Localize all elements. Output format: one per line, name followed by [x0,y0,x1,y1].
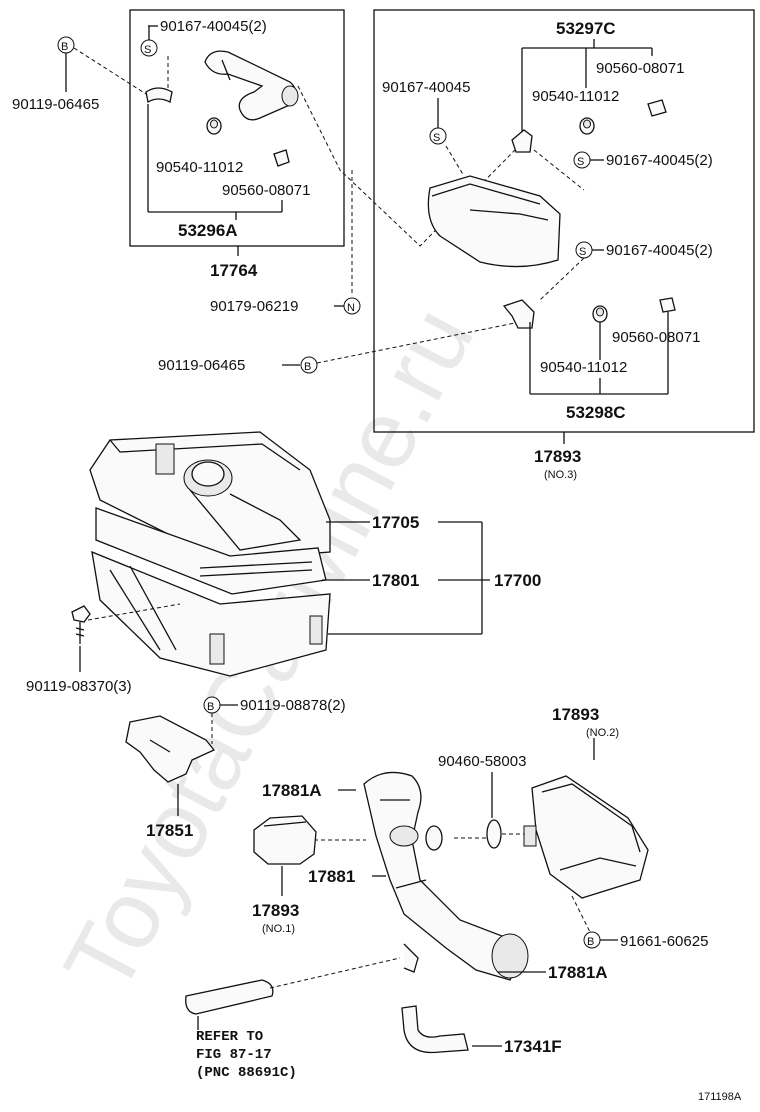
label-90167-40045-right: 90167-40045 [382,79,470,96]
connector-90560-right-top [647,99,667,117]
label-90167-40045-2-right-a: 90167-40045(2) [606,152,713,169]
refer-line-2: FIG 87-17 [196,1047,272,1063]
svg-text:N: N [347,302,355,314]
label-17851: 17851 [146,821,193,840]
box-17764 [129,9,345,247]
svg-text:S: S [579,246,586,258]
label-17881: 17881 [308,867,355,886]
label-90167-40045-2-right-b: 90167-40045(2) [606,242,713,259]
label-17705: 17705 [372,513,419,532]
grommet-90540-right-top [579,117,595,135]
resonator-no1 [253,815,317,865]
resonator-no3 [427,175,561,268]
label-90119-06465-top: 90119-06465 [12,96,99,113]
label-90179-06219: 90179-06219 [210,298,298,315]
label-17881A-top: 17881A [262,781,322,800]
s-symbol-left: S [140,39,158,57]
refer-line-3: (PNC 88691C) [196,1065,297,1081]
b-symbol-screw: B [583,931,601,949]
air-cleaner-case [91,550,331,677]
connector-90560-left [273,149,290,167]
refer-line-1: REFER TO [196,1029,263,1045]
b-symbol-top-left: B [57,36,75,54]
label-17700: 17700 [494,571,541,590]
label-90119-08370-3: 90119-08370(3) [26,678,132,695]
grommet-90540-left [206,117,222,135]
label-17764: 17764 [210,261,258,280]
svg-text:B: B [61,41,68,53]
figure-id: 171198A [698,1091,742,1103]
bracket-clip-right-bottom [502,299,535,329]
label-90540-11012-right-bottom: 90540-11012 [540,359,627,376]
label-90560-08071-right-bottom: 90560-08071 [612,329,700,346]
label-17341F: 17341F [504,1037,562,1056]
label-90167-40045-2-left: 90167-40045(2) [160,18,267,35]
bracket-17851 [125,715,216,783]
label-90540-11012-left: 90540-11012 [156,159,243,176]
hose-clip-left [145,87,173,104]
air-cleaner-cap [89,431,331,561]
label-17893-no1: 17893 [252,901,299,920]
label-17893-no3-note: (NO.3) [544,469,577,481]
breather-pipe [185,979,274,1015]
label-53298C: 53298C [566,403,626,422]
label-91661-60625: 91661-60625 [620,933,708,950]
bracket-clip-right-top [511,129,533,153]
label-17801: 17801 [372,571,419,590]
label-90540-11012-right-top: 90540-11012 [532,88,619,105]
label-90560-08071-right-top: 90560-08071 [596,60,684,77]
label-90460-58003: 90460-58003 [438,753,526,770]
s-symbol-right-b: S [573,151,591,169]
svg-text:S: S [433,132,440,144]
bolt-90119-08370 [71,605,91,644]
label-90119-06465-mid: 90119-06465 [158,357,245,374]
vacuum-pipe-left [204,50,299,121]
label-53296A: 53296A [178,221,238,240]
connector-90560-right-bottom [659,297,676,313]
svg-text:B: B [207,701,214,713]
label-17893-no2: 17893 [552,705,599,724]
label-90560-08071-left: 90560-08071 [222,182,310,199]
grommet-90540-right-bottom [592,305,608,323]
hose-17341F [401,1005,469,1054]
s-symbol-right-c: S [575,241,593,259]
label-17893-no2-note: (NO.2) [586,727,619,739]
label-17881A-bottom: 17881A [548,963,608,982]
grommet-90460-58003 [486,819,502,849]
svg-text:B: B [587,936,594,948]
label-53297C: 53297C [556,19,616,38]
label-17893-no1-note: (NO.1) [262,923,295,935]
b-symbol-bracket: B [203,696,221,714]
b-symbol-mid: B [300,356,318,374]
svg-text:B: B [304,361,311,373]
resonator-no2 [523,775,649,899]
s-symbol-right-a: S [429,127,447,145]
n-symbol: N [343,297,361,315]
label-17893-no3: 17893 [534,447,581,466]
intake-hose-17881 [363,771,529,981]
svg-text:S: S [144,44,151,56]
label-90119-08878-2: 90119-08878(2) [240,697,346,714]
svg-text:S: S [577,156,584,168]
